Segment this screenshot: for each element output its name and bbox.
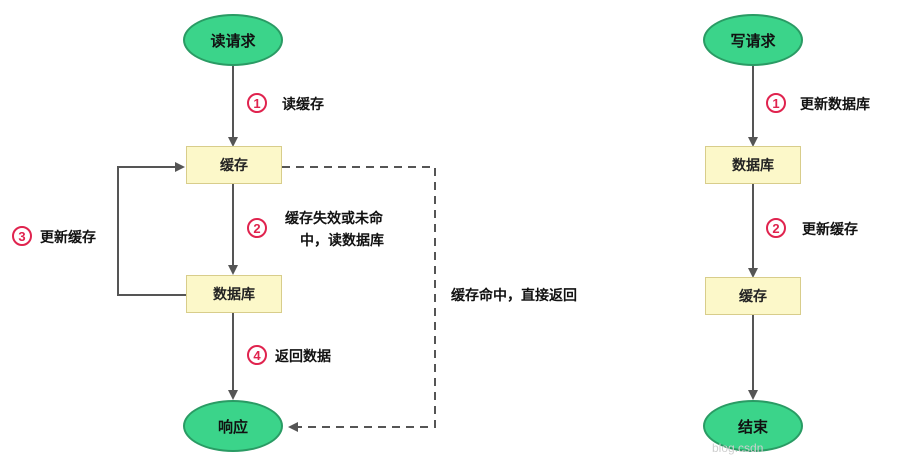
watermark: blog.csdn [712, 441, 764, 455]
step-2-label-line2: 中，读数据库 [300, 232, 384, 248]
read-database-node: 数据库 [186, 275, 282, 313]
write-cache-node: 缓存 [705, 277, 801, 315]
step-3-label: 更新缓存 [40, 229, 96, 245]
step-2-label-line1: 缓存失效或未命 [285, 210, 383, 226]
read-request-node: 读请求 [183, 14, 283, 66]
step-2-badge: 2 [247, 218, 267, 238]
write-step-2-label: 更新缓存 [802, 221, 858, 237]
read-cache-node: 缓存 [186, 146, 282, 184]
arrow-update-cache-loop [117, 162, 186, 296]
write-request-node: 写请求 [703, 14, 803, 66]
step-1-badge: 1 [247, 93, 267, 113]
write-database-node: 数据库 [705, 146, 801, 184]
step-4-label: 返回数据 [275, 348, 331, 364]
end-node: 结束 [703, 400, 803, 452]
response-node: 响应 [183, 400, 283, 452]
write-step-1-badge: 1 [766, 93, 786, 113]
cache-hit-label: 缓存命中，直接返回 [451, 287, 577, 303]
write-step-1-label: 更新数据库 [800, 96, 870, 112]
arrow-cache-hit-dashed [282, 166, 436, 432]
write-step-2-badge: 2 [766, 218, 786, 238]
step-3-badge: 3 [12, 226, 32, 246]
step-1-label: 读缓存 [282, 96, 324, 112]
step-4-badge: 4 [247, 345, 267, 365]
